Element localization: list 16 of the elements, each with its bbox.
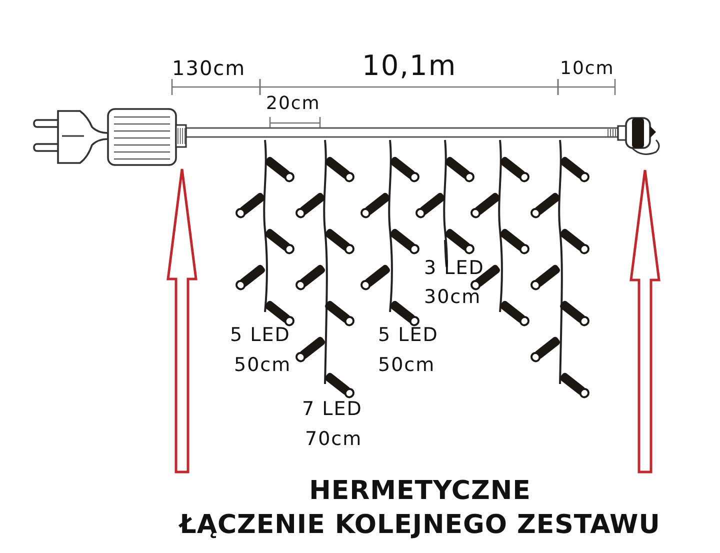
dimension-label: 130cm <box>172 58 246 78</box>
length-label: 50cm <box>378 356 436 375</box>
caption-text: HERMETYCZNE <box>309 478 531 504</box>
dimension-label: 10cm <box>560 60 614 78</box>
led-count-label: 3 LED <box>424 259 484 278</box>
length-label: 70cm <box>305 430 362 449</box>
hollow-arrow <box>166 168 198 474</box>
hollow-arrow <box>630 168 660 474</box>
led-count-label: 7 LED <box>302 400 362 419</box>
length-label: 50cm <box>234 356 292 375</box>
dimension-label: 20cm <box>266 95 320 113</box>
led-count-label: 5 LED <box>378 326 438 345</box>
dimension-label: 10,1m <box>362 52 457 80</box>
caption-text: ŁĄCZENIE KOLEJNEGO ZESTAWU <box>180 512 660 538</box>
led-count-label: 5 LED <box>230 326 290 345</box>
length-label: 30cm <box>424 288 482 307</box>
